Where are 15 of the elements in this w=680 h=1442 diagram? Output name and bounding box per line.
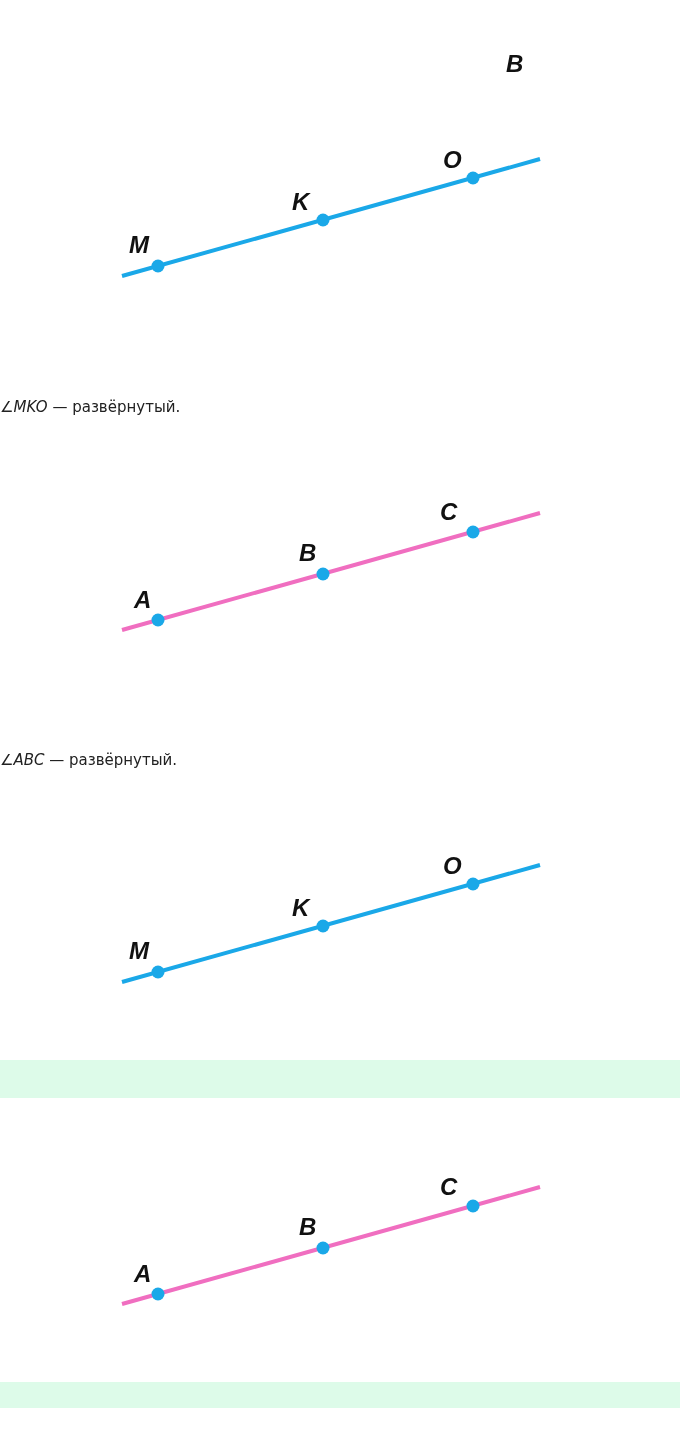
point-label: A [134,1262,152,1286]
point-label: B [506,52,524,76]
point-label: K [292,896,310,920]
point-label: B [299,541,317,565]
point-label: O [443,148,462,172]
point-label: C [440,1175,458,1199]
answer-text: ∠ABC — развёрнутый. [0,751,178,769]
answer-text: ∠MKO — развёрнутый. [0,398,181,416]
point-label: M [129,939,149,963]
point-label: O [443,854,462,878]
point-label: B [299,1215,317,1239]
point-label: K [292,190,310,214]
point-label: M [129,233,149,257]
point-label: C [440,500,458,524]
point-label: A [134,588,152,612]
